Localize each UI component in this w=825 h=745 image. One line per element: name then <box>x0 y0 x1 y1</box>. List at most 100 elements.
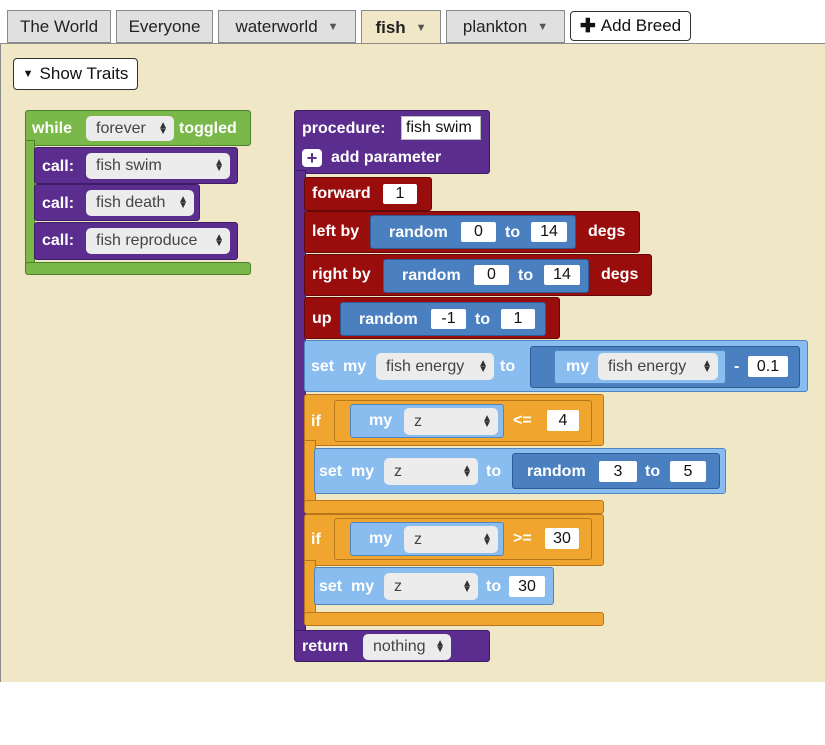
compare-value-input[interactable]: 4 <box>547 410 579 431</box>
tab-label: The World <box>19 16 99 36</box>
show-traits-button[interactable]: ▼ Show Traits <box>13 58 138 90</box>
dropdown-value: z <box>414 530 422 548</box>
chevron-down-icon[interactable]: ▼ <box>537 20 549 33</box>
tab-label: Everyone <box>128 16 201 36</box>
tab-fish[interactable]: fish ▼ <box>361 10 441 45</box>
add-parameter-label: add parameter <box>331 149 442 166</box>
random-to-input[interactable]: 1 <box>501 309 535 329</box>
set-var-dropdown[interactable]: z▲▼ <box>384 573 478 600</box>
random-to-input[interactable]: 5 <box>670 461 706 482</box>
dropdown-value: fish death <box>96 194 166 211</box>
if-label: if <box>311 531 321 548</box>
right-by-label: right by <box>312 266 371 283</box>
updown-icon: ▲▼ <box>214 157 224 174</box>
plus-icon[interactable]: + <box>302 149 322 167</box>
plus-icon: ✚ <box>579 15 596 37</box>
random-from-input[interactable]: 0 <box>474 265 509 285</box>
return-value-dropdown[interactable]: nothing▲▼ <box>363 634 451 660</box>
add-breed-label: Add Breed <box>600 16 682 35</box>
degs-label: degs <box>588 223 626 240</box>
dropdown-value: fish energy <box>386 357 465 375</box>
tab-waterworld[interactable]: waterworld ▼ <box>218 10 356 43</box>
minus-operator: - <box>734 358 740 375</box>
set-label: set <box>319 463 343 480</box>
updown-icon: ▲▼ <box>214 232 224 249</box>
to-label: to <box>645 463 661 480</box>
subtract-value-input[interactable]: 0.1 <box>748 356 788 377</box>
to-label: to <box>486 463 502 480</box>
set-value-input[interactable]: 30 <box>509 576 545 597</box>
to-label: to <box>500 358 516 375</box>
if-block-footer <box>304 500 604 514</box>
tab-label: fish <box>375 18 406 37</box>
compare-operator: >= <box>513 530 532 547</box>
forward-value-input[interactable]: 1 <box>383 184 417 204</box>
dropdown-value: z <box>414 412 422 430</box>
updown-icon: ▲▼ <box>482 412 492 430</box>
random-from-input[interactable]: -1 <box>431 309 466 329</box>
tab-the-world[interactable]: The World <box>7 10 111 43</box>
reporter-var-dropdown[interactable]: fish energy▲▼ <box>598 353 718 380</box>
random-to-input[interactable]: 14 <box>544 265 580 285</box>
set-var-dropdown[interactable]: fish energy ▲▼ <box>376 353 494 380</box>
to-label: to <box>486 578 502 595</box>
dropdown-value: z <box>394 577 402 595</box>
random-from-input[interactable]: 0 <box>461 222 496 242</box>
tab-everyone[interactable]: Everyone <box>116 10 213 43</box>
while-block-footer <box>25 262 251 275</box>
my-label: my <box>351 578 375 595</box>
to-label: to <box>518 267 534 284</box>
random-from-input[interactable]: 3 <box>599 461 637 482</box>
dropdown-value: fish swim <box>96 157 162 174</box>
toggled-label: toggled <box>179 120 237 137</box>
updown-icon: ▲▼ <box>462 462 472 480</box>
dropdown-value: fish reproduce <box>96 232 198 249</box>
call-proc-dropdown[interactable]: fish death ▲▼ <box>86 190 194 216</box>
updown-icon: ▲▼ <box>482 530 492 548</box>
updown-icon: ▲▼ <box>158 119 168 137</box>
if-label: if <box>311 413 321 430</box>
tab-label: waterworld <box>235 16 318 36</box>
dropdown-value: z <box>394 462 402 480</box>
return-label: return <box>302 638 349 655</box>
add-breed-button[interactable]: ✚Add Breed <box>570 11 691 41</box>
to-label: to <box>505 224 521 241</box>
set-label: set <box>311 358 335 375</box>
compare-var-dropdown[interactable]: z ▲▼ <box>404 526 498 553</box>
breed-tab-bar: The World Everyone waterworld ▼ fish ▼ pla… <box>0 0 825 45</box>
triangle-down-icon: ▼ <box>22 68 34 80</box>
my-label: my <box>343 358 367 375</box>
dropdown-value: nothing <box>373 638 426 655</box>
dropdown-value: fish energy <box>608 357 687 375</box>
call-label: call: <box>42 158 75 175</box>
random-label: random <box>389 224 448 241</box>
updown-icon: ▲▼ <box>478 357 488 375</box>
set-label: set <box>319 578 343 595</box>
while-label: while <box>32 120 73 137</box>
tab-plankton[interactable]: plankton ▼ <box>446 10 565 43</box>
degs-label: degs <box>601 266 639 283</box>
my-label: my <box>369 530 393 547</box>
chevron-down-icon[interactable]: ▼ <box>415 22 427 34</box>
if-block-footer <box>304 612 604 626</box>
to-label: to <box>475 311 491 328</box>
random-label: random <box>402 267 461 284</box>
random-label: random <box>359 311 418 328</box>
chevron-down-icon[interactable]: ▼ <box>327 20 339 33</box>
show-traits-label: Show Traits <box>39 64 129 83</box>
updown-icon: ▲▼ <box>178 194 188 211</box>
my-label: my <box>369 412 393 429</box>
compare-value-input[interactable]: 30 <box>545 528 579 549</box>
my-label: my <box>351 463 375 480</box>
call-proc-dropdown[interactable]: fish swim ▲▼ <box>86 153 230 179</box>
set-var-dropdown[interactable]: z ▲▼ <box>384 458 478 485</box>
while-condition-dropdown[interactable]: forever ▲▼ <box>86 116 174 141</box>
forward-label: forward <box>312 185 371 202</box>
compare-var-dropdown[interactable]: z ▲▼ <box>404 408 498 435</box>
left-by-label: left by <box>312 223 360 240</box>
tab-label: plankton <box>462 16 528 36</box>
random-to-input[interactable]: 14 <box>531 222 567 242</box>
call-proc-dropdown[interactable]: fish reproduce ▲▼ <box>86 228 230 254</box>
procedure-name-field[interactable]: fish swim <box>401 116 481 140</box>
dropdown-value: forever <box>96 119 146 137</box>
